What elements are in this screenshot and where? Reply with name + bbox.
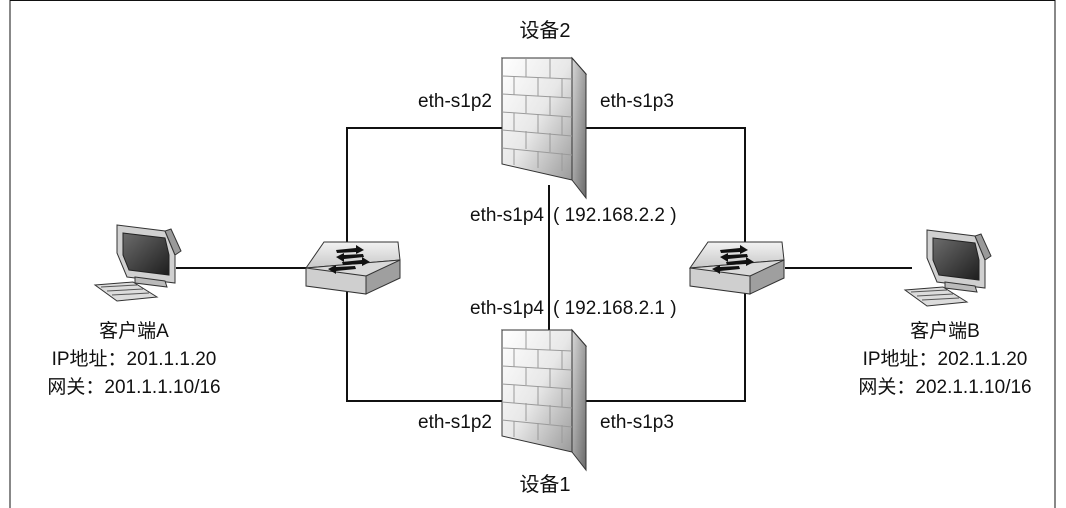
clientA-computer-icon	[93, 224, 182, 302]
device2-port-down: eth-s1p4	[470, 205, 544, 226]
device2-port-down-ip: ( 192.168.2.2 )	[553, 205, 677, 226]
device2-port-right: eth-s1p3	[600, 91, 674, 112]
frame-border	[9, 0, 1056, 508]
link-switchL-device1	[346, 287, 502, 402]
device1-label: 设备1	[519, 473, 570, 496]
clientB-gateway: 网关：202.1.1.10/16	[858, 376, 1031, 398]
clientA-gateway: 网关：201.1.1.10/16	[47, 376, 220, 398]
clientA-name: 客户端A	[99, 320, 169, 342]
links	[176, 127, 912, 402]
clientB-name: 客户端B	[910, 320, 980, 342]
link-switchL-device2	[346, 127, 502, 250]
clientB-ip: IP地址：202.1.1.20	[863, 348, 1028, 370]
device1-port-right: eth-s1p3	[600, 412, 674, 433]
clientB-computer-icon	[903, 229, 992, 307]
device1-port-left: eth-s1p2	[418, 412, 492, 433]
clientA-ip: IP地址：201.1.1.20	[52, 348, 217, 370]
device2-firewall-icon	[500, 56, 588, 200]
device1-port-up-ip: ( 192.168.2.1 )	[553, 298, 677, 319]
left-switch-icon	[304, 241, 401, 295]
link-device2-switchR	[585, 127, 746, 250]
right-switch-icon	[688, 241, 785, 295]
device1-port-up: eth-s1p4	[470, 298, 544, 319]
device2-port-left: eth-s1p2	[418, 91, 492, 112]
device2-label: 设备2	[519, 19, 570, 42]
device1-firewall-icon	[500, 328, 588, 472]
link-device1-switchR	[585, 287, 746, 402]
